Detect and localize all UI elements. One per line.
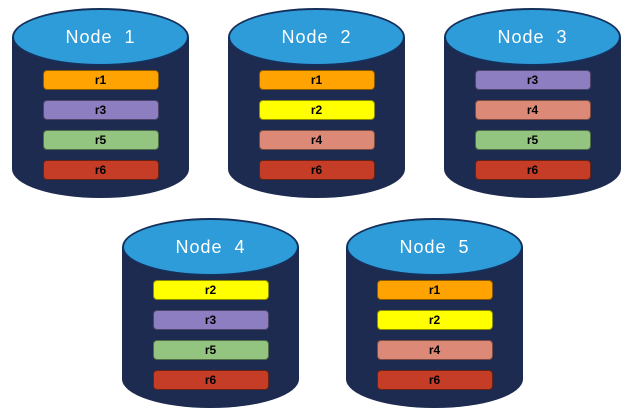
partition-bar-r6: r6 (42, 160, 159, 180)
node-cylinder-2: Node 2 r1 r2 r4 r6 (228, 8, 405, 198)
partition-bar-r4: r4 (474, 100, 591, 120)
cylinder-top-ellipse: Node 1 (12, 8, 189, 66)
cylinder-top-ellipse: Node 5 (346, 218, 523, 276)
partition-bar-r1: r1 (376, 280, 493, 300)
partition-bar-r6: r6 (152, 370, 269, 390)
partition-list: r1 r2 r4 r6 (228, 70, 405, 180)
node-cylinder-4: Node 4 r2 r3 r5 r6 (122, 218, 299, 408)
partition-bar-r5: r5 (42, 130, 159, 150)
partition-list: r3 r4 r5 r6 (444, 70, 621, 180)
partition-bar-r3: r3 (152, 310, 269, 330)
partition-bar-r2: r2 (258, 100, 375, 120)
node-title: Node 3 (497, 26, 568, 47)
partition-bar-r6: r6 (474, 160, 591, 180)
partition-list: r1 r3 r5 r6 (12, 70, 189, 180)
partition-bar-r6: r6 (376, 370, 493, 390)
node-title: Node 4 (175, 236, 246, 257)
node-title: Node 1 (65, 26, 136, 47)
partition-bar-r2: r2 (152, 280, 269, 300)
partition-bar-r4: r4 (258, 130, 375, 150)
partition-bar-r1: r1 (42, 70, 159, 90)
node-title: Node 2 (281, 26, 352, 47)
partition-bar-r3: r3 (42, 100, 159, 120)
partition-bar-r4: r4 (376, 340, 493, 360)
partition-bar-r6: r6 (258, 160, 375, 180)
partition-bar-r5: r5 (152, 340, 269, 360)
partition-bar-r1: r1 (258, 70, 375, 90)
node-title: Node 5 (399, 236, 470, 257)
cylinder-top-ellipse: Node 3 (444, 8, 621, 66)
partition-bar-r5: r5 (474, 130, 591, 150)
node-cylinder-1: Node 1 r1 r3 r5 r6 (12, 8, 189, 198)
partition-bar-r2: r2 (376, 310, 493, 330)
partition-bar-r3: r3 (474, 70, 591, 90)
partition-list: r2 r3 r5 r6 (122, 280, 299, 390)
node-cylinder-5: Node 5 r1 r2 r4 r6 (346, 218, 523, 408)
cylinder-top-ellipse: Node 4 (122, 218, 299, 276)
cylinder-top-ellipse: Node 2 (228, 8, 405, 66)
node-cylinder-3: Node 3 r3 r4 r5 r6 (444, 8, 621, 198)
partition-list: r1 r2 r4 r6 (346, 280, 523, 390)
